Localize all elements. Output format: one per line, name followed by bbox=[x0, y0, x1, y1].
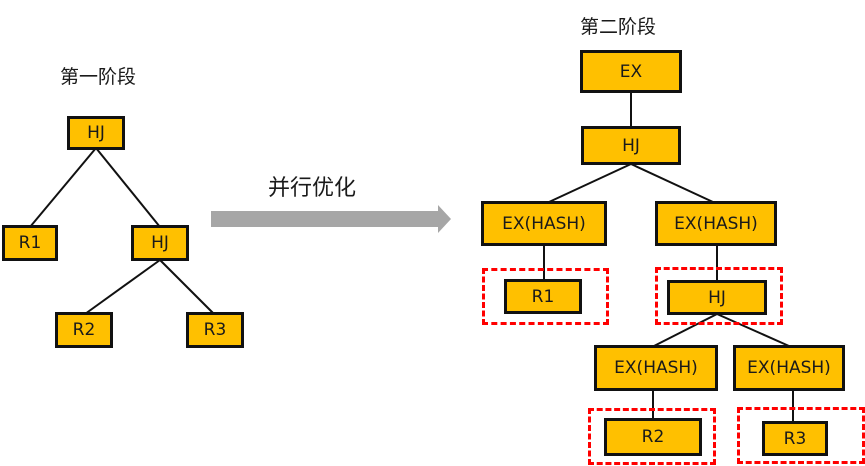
stage2-title: 第二阶段 bbox=[580, 16, 657, 38]
stage1-node-r3: R3 bbox=[186, 312, 244, 348]
stage2-node-r2: R2 bbox=[604, 418, 702, 456]
edge bbox=[95, 147, 161, 228]
stage2-node-hj-child: HJ bbox=[667, 280, 767, 315]
stage1-node-hj-child: HJ bbox=[131, 225, 189, 261]
edge bbox=[548, 163, 632, 203]
parallel-group-r1 bbox=[482, 268, 609, 325]
stage2-node-r1: R1 bbox=[504, 279, 582, 314]
transform-label: 并行优化 bbox=[268, 176, 357, 201]
stage2-node-ex-hash-right: EX(HASH) bbox=[655, 201, 777, 246]
stage1-title: 第一阶段 bbox=[60, 66, 137, 88]
edge bbox=[630, 163, 714, 203]
stage2-node-ex-root: EX bbox=[580, 50, 682, 93]
edge bbox=[29, 147, 97, 228]
stage2-node-r3: R3 bbox=[762, 421, 828, 456]
stage2-node-ex-hash-left: EX(HASH) bbox=[481, 201, 607, 246]
arrow-icon bbox=[211, 205, 451, 233]
parallel-group-r3 bbox=[737, 407, 865, 464]
stage2-node-ex-hash-r2: EX(HASH) bbox=[594, 345, 718, 391]
parallel-group-hj bbox=[655, 267, 783, 325]
edge bbox=[159, 259, 215, 315]
stage2-node-ex-hash-r3: EX(HASH) bbox=[733, 345, 845, 391]
edge bbox=[716, 313, 790, 347]
edge bbox=[84, 259, 161, 315]
stage1-node-r2: R2 bbox=[55, 312, 113, 348]
stage2-node-hj-root: HJ bbox=[581, 126, 681, 165]
edge bbox=[653, 313, 718, 347]
stage1-node-r1: R1 bbox=[2, 225, 58, 261]
stage1-node-hj-root: HJ bbox=[67, 116, 125, 150]
parallel-group-r2 bbox=[588, 408, 716, 465]
